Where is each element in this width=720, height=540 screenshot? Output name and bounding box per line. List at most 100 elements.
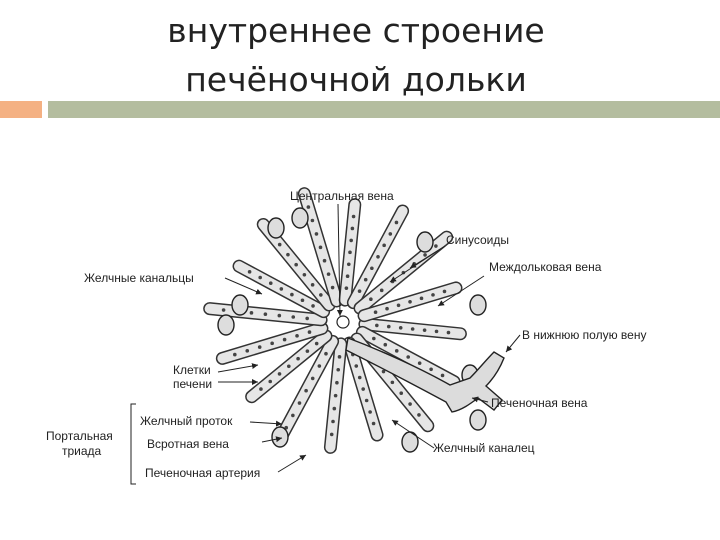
cell-nucleus bbox=[385, 307, 389, 311]
cell-nucleus bbox=[319, 293, 323, 297]
cell-nucleus bbox=[278, 314, 282, 318]
label-hepatic-artery: Печеночная артерия bbox=[145, 466, 260, 480]
portal-triad-brace bbox=[131, 404, 136, 484]
cell-nucleus bbox=[296, 357, 300, 361]
cell-nucleus bbox=[395, 221, 399, 225]
cell-nucleus bbox=[280, 287, 284, 291]
cell-nucleus bbox=[330, 433, 334, 437]
label-portal-vein: Всротная вена bbox=[147, 437, 229, 451]
cell-nucleus bbox=[434, 244, 438, 248]
portal-vessel bbox=[268, 218, 284, 238]
cell-nucleus bbox=[248, 270, 252, 274]
cell-nucleus bbox=[347, 262, 351, 266]
label-liver-cells-1: Клетки bbox=[173, 363, 211, 377]
label-to-ivc: В нижнюю полую вену bbox=[522, 328, 646, 342]
cell-nucleus bbox=[269, 281, 273, 285]
cell-nucleus bbox=[291, 414, 295, 418]
cell-nucleus bbox=[358, 289, 362, 293]
cell-nucleus bbox=[258, 345, 262, 349]
label-bile-duct: Желчный проток bbox=[140, 414, 233, 428]
cell-nucleus bbox=[351, 227, 355, 231]
label-bile-canal: Желчный каналец bbox=[433, 441, 535, 455]
cell-nucleus bbox=[368, 410, 372, 414]
portal-vessel bbox=[218, 315, 234, 335]
cell-nucleus bbox=[306, 349, 310, 353]
portal-vessel bbox=[417, 232, 433, 252]
cell-nucleus bbox=[278, 372, 282, 376]
cell-nucleus bbox=[431, 293, 435, 297]
cell-nucleus bbox=[364, 278, 368, 282]
label-portal-triad-2: триада bbox=[62, 444, 102, 458]
cell-nucleus bbox=[423, 328, 427, 332]
cell-nucleus bbox=[268, 380, 272, 384]
cell-nucleus bbox=[308, 330, 312, 334]
label-liver-cells-2: печени bbox=[173, 377, 212, 391]
cell-nucleus bbox=[286, 253, 290, 257]
cell-nucleus bbox=[270, 342, 274, 346]
cell-nucleus bbox=[395, 349, 399, 353]
cell-nucleus bbox=[372, 337, 376, 341]
cell-nucleus bbox=[298, 401, 302, 405]
cell-nucleus bbox=[406, 355, 410, 359]
cell-nucleus bbox=[336, 368, 340, 372]
cell-nucleus bbox=[327, 272, 331, 276]
cell-nucleus bbox=[411, 327, 415, 331]
cell-nucleus bbox=[447, 331, 451, 335]
cell-nucleus bbox=[380, 289, 384, 293]
cell-nucleus bbox=[331, 420, 335, 424]
cell-nucleus bbox=[391, 381, 395, 385]
leader-sinusoids-2 bbox=[390, 246, 445, 282]
cell-nucleus bbox=[420, 297, 424, 301]
cell-nucleus bbox=[358, 376, 362, 380]
cell-nucleus bbox=[370, 266, 374, 270]
cell-nucleus bbox=[345, 286, 349, 290]
cell-nucleus bbox=[311, 304, 315, 308]
cell-nucleus bbox=[418, 361, 422, 365]
cell-nucleus bbox=[250, 311, 254, 315]
leader-liver-cells-1 bbox=[218, 365, 258, 372]
cell-nucleus bbox=[441, 374, 445, 378]
cell-nucleus bbox=[295, 334, 299, 338]
cell-nucleus bbox=[301, 298, 305, 302]
cell-nucleus bbox=[346, 274, 350, 278]
cell-nucleus bbox=[319, 246, 323, 250]
portal-vessel bbox=[292, 208, 308, 228]
cell-nucleus bbox=[408, 402, 412, 406]
cell-nucleus bbox=[222, 308, 226, 312]
cell-nucleus bbox=[245, 349, 249, 353]
cell-nucleus bbox=[399, 391, 403, 395]
cell-nucleus bbox=[333, 407, 337, 411]
label-interlobular-vein: Междольковая вена bbox=[489, 260, 602, 274]
cell-nucleus bbox=[307, 205, 311, 209]
cell-nucleus bbox=[318, 364, 322, 368]
leader-hepatic-artery bbox=[278, 455, 306, 472]
cell-nucleus bbox=[324, 352, 328, 356]
cell-nucleus bbox=[423, 253, 427, 257]
cell-nucleus bbox=[372, 422, 376, 426]
cell-nucleus bbox=[290, 293, 294, 297]
cell-nucleus bbox=[294, 263, 298, 267]
cell-nucleus bbox=[443, 290, 447, 294]
cell-nucleus bbox=[258, 276, 262, 280]
cell-nucleus bbox=[287, 365, 291, 369]
cell-nucleus bbox=[334, 394, 338, 398]
cell-nucleus bbox=[383, 343, 387, 347]
cell-nucleus bbox=[259, 387, 263, 391]
cell-nucleus bbox=[361, 387, 365, 391]
cell-nucleus bbox=[315, 342, 319, 346]
portal-vessel bbox=[470, 295, 486, 315]
cell-nucleus bbox=[429, 368, 433, 372]
cell-nucleus bbox=[375, 324, 379, 328]
cell-nucleus bbox=[291, 315, 295, 319]
cell-nucleus bbox=[315, 232, 319, 236]
cell-nucleus bbox=[331, 286, 335, 290]
cell-nucleus bbox=[335, 381, 339, 385]
cell-nucleus bbox=[233, 353, 237, 357]
cell-nucleus bbox=[369, 297, 373, 301]
cell-nucleus bbox=[389, 232, 393, 236]
label-bile-canaliculi: Желчные канальцы bbox=[84, 271, 194, 285]
cell-nucleus bbox=[323, 259, 327, 263]
cell-nucleus bbox=[349, 239, 353, 243]
cell-nucleus bbox=[435, 330, 439, 334]
